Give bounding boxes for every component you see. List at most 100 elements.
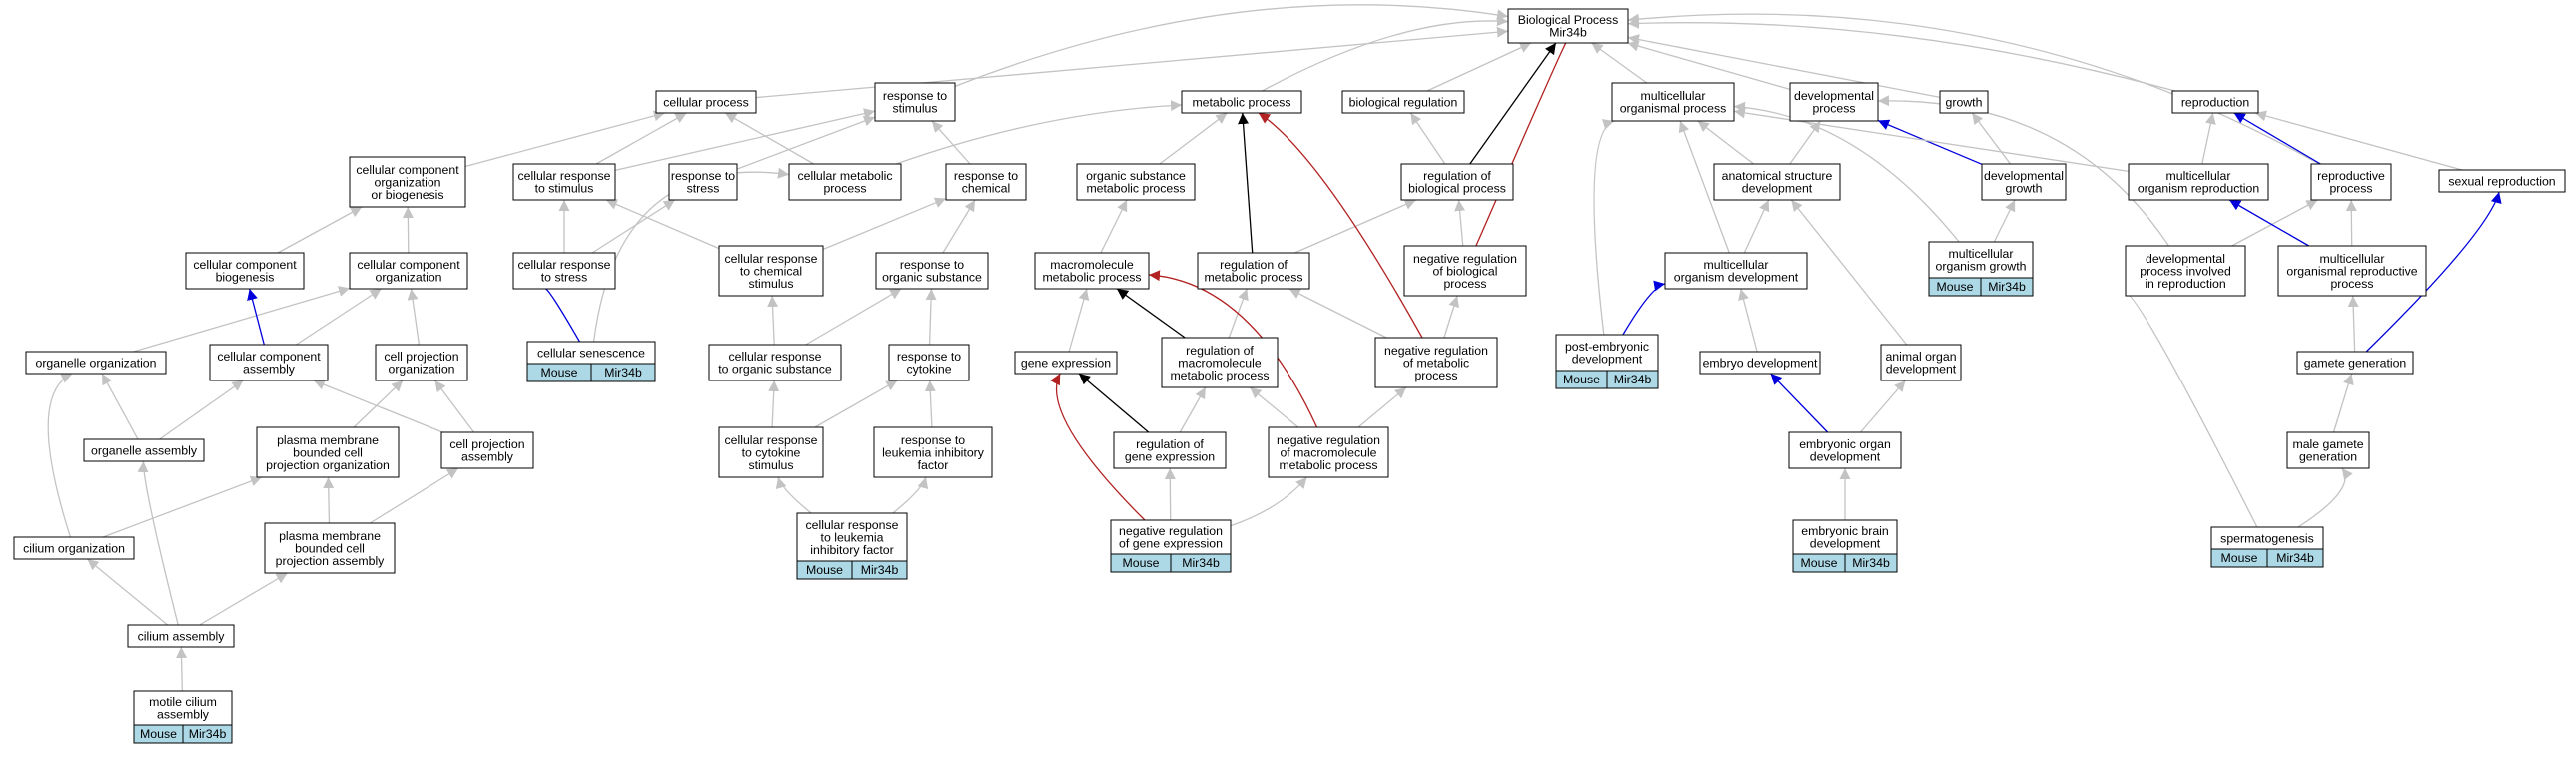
term-node-organelle-assembly[interactable]: organelle assembly xyxy=(83,438,205,462)
annotation-cell xyxy=(851,560,908,580)
term-node-sexual-reproduction[interactable]: sexual reproduction xyxy=(2438,169,2566,193)
edge-isa xyxy=(925,288,937,346)
term-label-line: post-embryonic xyxy=(1565,340,1649,354)
edge-isa xyxy=(296,288,382,346)
term-label-line: metabolic process xyxy=(1192,95,1290,109)
term-box xyxy=(1713,163,1841,201)
edge-isa xyxy=(176,646,188,692)
edge-isa xyxy=(1993,199,2016,243)
term-label-line: multicellular xyxy=(1949,247,2014,261)
edge-isa xyxy=(1068,288,1090,353)
term-node-gene-expression[interactable]: gene expression xyxy=(1014,351,1118,375)
term-node-growth[interactable]: growth xyxy=(1939,90,1989,114)
edge-isa xyxy=(159,380,244,440)
edge-isa xyxy=(892,476,929,514)
edge-isa xyxy=(614,108,876,172)
term-box xyxy=(1789,82,1879,122)
term-node-organelle-organization[interactable]: organelle organization xyxy=(25,351,167,375)
annotation-gene: Mir34b xyxy=(189,727,227,741)
term-label-line: Biological Process xyxy=(1518,13,1618,27)
term-box xyxy=(796,512,908,562)
edge-isa xyxy=(353,380,404,428)
term-node-cilium-organization[interactable]: cilium organization xyxy=(13,536,135,560)
edge-isa xyxy=(591,199,676,254)
annotation-species: Mouse xyxy=(541,366,578,380)
edge-isa xyxy=(775,476,812,514)
term-node-cilium-assembly[interactable]: cilium assembly xyxy=(127,624,235,648)
term-label-line: generation xyxy=(2299,450,2357,464)
term-node-reproduction[interactable]: reproduction xyxy=(2171,90,2259,114)
term-label-line: stress xyxy=(687,182,720,196)
term-label-line: multicellular xyxy=(2320,252,2385,266)
term-label-line: biogenesis xyxy=(216,271,275,285)
term-label-line: biological regulation xyxy=(1349,95,1458,109)
term-label-line: to stress xyxy=(541,271,587,285)
term-node-gamete-generation[interactable]: gamete generation xyxy=(2296,351,2414,375)
term-node-embryo-development[interactable]: embryo development xyxy=(1699,351,1821,375)
term-label-line: plasma membrane xyxy=(279,529,381,543)
edge-isa xyxy=(102,475,263,538)
term-node-biological-regulation[interactable]: biological regulation xyxy=(1341,90,1465,114)
term-box xyxy=(718,426,824,478)
edge-isa xyxy=(814,380,898,428)
term-box xyxy=(1113,431,1227,469)
edge-negatively_regulates xyxy=(1148,270,1318,428)
term-label-line: stimulus xyxy=(892,102,937,116)
term-label-line: cilium organization xyxy=(23,541,125,555)
term-box xyxy=(83,438,205,462)
term-label-line: cellular response xyxy=(729,350,822,364)
term-node-cellular-process[interactable]: cellular process xyxy=(655,90,757,114)
term-node-metabolic-process[interactable]: metabolic process xyxy=(1181,90,1302,114)
